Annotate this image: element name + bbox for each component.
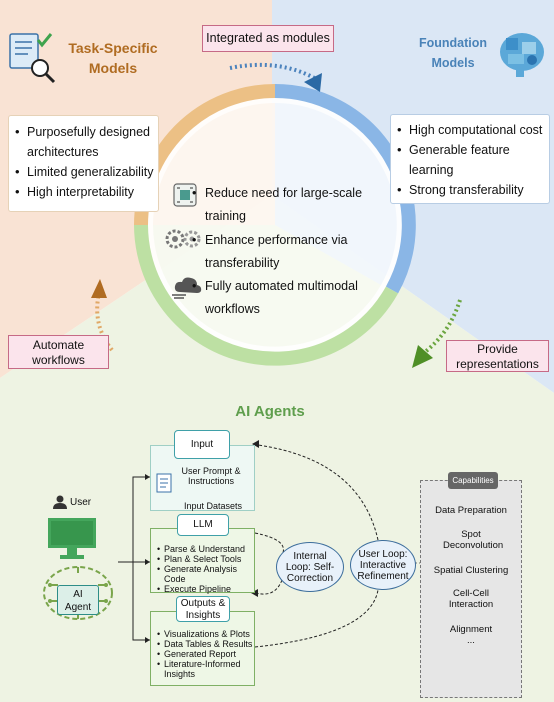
- llm-item: Plan & Select Tools: [157, 554, 254, 564]
- green-arc: [134, 224, 399, 366]
- integrate-arrowhead: [304, 73, 322, 92]
- center-item-3: •Fully automated multimodal workflows: [192, 279, 358, 316]
- prompt-label: User Prompt & Instructions: [181, 466, 241, 486]
- integrated-label: Integrated as modules: [202, 25, 334, 52]
- task-bullet: Limited generalizability: [13, 162, 154, 182]
- provide-arrowhead: [412, 345, 433, 368]
- outputs-header: Outputs & Insights: [176, 596, 230, 622]
- output-item: Data Tables & Results: [157, 639, 254, 649]
- input-header: Input: [174, 430, 230, 459]
- llm-item: Parse & Understand: [157, 544, 254, 554]
- capabilities-header: Capabilities: [448, 472, 498, 489]
- provide-arrow: [423, 299, 462, 354]
- ai-agents-title: AI Agents: [235, 403, 305, 420]
- automate-label: Automate workflows: [8, 335, 109, 369]
- center-item-1: •Reduce need for large-scale training: [192, 186, 363, 223]
- input-datasets-label: Input Datasets: [183, 501, 243, 511]
- provide-label: Provide representations: [446, 340, 549, 372]
- output-item: Literature-Informed Insights: [157, 659, 254, 679]
- capability-item: Alignment: [449, 624, 493, 635]
- output-item: Generated Report: [157, 649, 254, 659]
- center-item-2: •Enhance performance via transferability: [192, 233, 348, 270]
- capability-item: Spatial Clustering: [433, 565, 509, 576]
- capability-item: ...: [467, 635, 475, 646]
- llm-box: Parse & Understand Plan & Select Tools G…: [150, 528, 255, 594]
- agent-region: [0, 195, 554, 702]
- circuit-chip-icon: [173, 183, 197, 207]
- user-loop: User Loop: Interactive Refinement: [350, 540, 416, 590]
- foundation-box: High computational cost Generable featur…: [390, 114, 550, 204]
- ai-agent-box: AI Agent: [57, 585, 99, 615]
- task-specific-title: Task-Specific Models: [68, 40, 158, 76]
- task-bullet: High interpretability: [13, 182, 154, 202]
- llm-item: Generate Analysis Code: [157, 564, 254, 584]
- automate-arrowhead: [91, 279, 107, 298]
- foundation-title: Foundation Models: [418, 36, 488, 70]
- llm-item: Execute Pipeline: [157, 584, 254, 594]
- capability-item: Cell-Cell Interaction: [448, 588, 494, 610]
- task-specific-box: Purposefully designed architectures Limi…: [8, 115, 159, 212]
- foundation-bullet: High computational cost: [395, 120, 545, 140]
- foundation-bullet: Strong transferability: [395, 180, 545, 200]
- puzzle-brain-icon: [500, 33, 544, 77]
- user-icon: [53, 495, 67, 509]
- llm-header: LLM: [177, 514, 229, 536]
- user-label: User: [70, 497, 92, 508]
- capability-item: Data Preparation: [435, 505, 507, 516]
- monitor-icon: [48, 518, 96, 559]
- capabilities-panel: Capabilities Data Preparation Spot Decon…: [420, 472, 522, 698]
- output-item: Visualizations & Plots: [157, 629, 254, 639]
- cloud-wind-icon: [172, 277, 202, 299]
- task-bullet: Purposefully designed architectures: [13, 122, 154, 162]
- outputs-box: Visualizations & Plots Data Tables & Res…: [150, 611, 255, 686]
- foundation-bullet: Generable feature learning: [395, 140, 545, 180]
- capability-item: Spot Deconvolution: [443, 529, 504, 551]
- document-icon: [156, 473, 172, 493]
- gears-icon: [165, 229, 201, 249]
- internal-loop: Internal Loop: Self-Correction: [276, 542, 344, 592]
- ai-brain-circuit-icon: [43, 566, 113, 620]
- document-search-icon: [9, 33, 56, 84]
